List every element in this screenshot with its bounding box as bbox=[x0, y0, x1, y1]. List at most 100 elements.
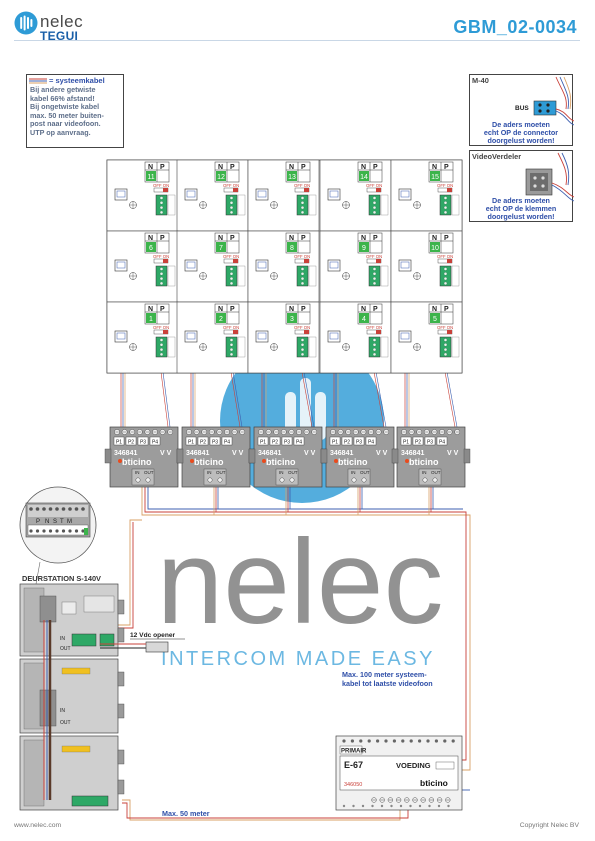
np-label-p: P bbox=[301, 235, 306, 242]
distributor-port-label: P4 bbox=[152, 439, 158, 445]
distributor-in: IN bbox=[207, 470, 212, 475]
np-label-n: N bbox=[361, 164, 366, 171]
np-label-n: N bbox=[432, 235, 437, 242]
np-label-p: P bbox=[373, 164, 378, 171]
psu-label: VOEDING bbox=[396, 761, 431, 770]
np-label-p: P bbox=[301, 306, 306, 313]
distributor-port-label: P3 bbox=[427, 439, 433, 445]
videoverdeler-warning: De aders moeten echt OP de klemmen doorg… bbox=[485, 196, 557, 221]
terminal-label-s: S bbox=[53, 519, 57, 525]
handset-switch-label: OFF ON bbox=[223, 254, 239, 259]
terminal-callout: P N S T M bbox=[19, 486, 97, 564]
distributor-code: 346841 bbox=[186, 450, 209, 457]
handset-number: 7 bbox=[219, 245, 223, 252]
distributor-brand: bticino bbox=[194, 457, 224, 467]
handset-number: 3 bbox=[290, 316, 294, 323]
distributor-port-label: P2 bbox=[128, 439, 134, 445]
np-label-n: N bbox=[148, 164, 153, 171]
handset-switch-label: OFF ON bbox=[437, 325, 453, 330]
np-label-n: N bbox=[289, 235, 294, 242]
np-label-n: N bbox=[289, 306, 294, 313]
power-supply-e67: PRIMAIR E-67 VOEDING 346050 bticino bbox=[335, 735, 463, 811]
max-100m-note-line-2: kabel tot laatste videofoon bbox=[342, 679, 433, 688]
handset-switch-label: OFF ON bbox=[437, 254, 453, 259]
psu-primair-label: PRIMAIR bbox=[341, 749, 367, 755]
psu-brand: bticino bbox=[420, 778, 448, 788]
distributor-brand: bticino bbox=[266, 457, 296, 467]
handset-switch-label: OFF ON bbox=[223, 325, 239, 330]
svg-text:OUT: OUT bbox=[60, 646, 71, 652]
psu-model: E-67 bbox=[344, 760, 363, 770]
distributor-port-label: P1 bbox=[116, 439, 122, 445]
distributor-vv: V V bbox=[447, 450, 459, 457]
handset-number: 15 bbox=[431, 174, 439, 181]
max-100m-note-line-1: Max. 100 meter systeem- bbox=[342, 670, 427, 679]
cable-legend-swatch bbox=[29, 78, 47, 84]
distributor-port-label: P4 bbox=[224, 439, 230, 445]
psu-code: 346050 bbox=[344, 782, 362, 788]
terminal-label-p: P bbox=[36, 519, 40, 525]
door-opener: 12 Vdc opener bbox=[100, 632, 185, 653]
footer-website[interactable]: www.nelec.com bbox=[14, 822, 62, 829]
door-module-3 bbox=[19, 735, 125, 811]
handset-number: 6 bbox=[149, 245, 153, 252]
handset-number: 5 bbox=[433, 316, 437, 323]
np-label-p: P bbox=[301, 164, 306, 171]
distributor-port-label: P3 bbox=[356, 439, 362, 445]
distributor-port-label: P4 bbox=[368, 439, 374, 445]
distributor-port-label: P1 bbox=[188, 439, 194, 445]
videoverdeler-terminal-drawing bbox=[525, 152, 574, 202]
handset-switch-label: OFF ON bbox=[294, 325, 310, 330]
distributor-brand: bticino bbox=[122, 457, 152, 467]
handset-number: 2 bbox=[219, 316, 223, 323]
distributor-code: 346841 bbox=[258, 450, 281, 457]
distributor-port-label: P1 bbox=[332, 439, 338, 445]
distributor-port-label: P1 bbox=[403, 439, 409, 445]
cable-legend-note: = systeemkabel Bij andere getwiste kabel… bbox=[26, 74, 124, 148]
distributor-port-label: P3 bbox=[284, 439, 290, 445]
np-label-p: P bbox=[444, 235, 449, 242]
m40-box: M-40 BUS De aders moeten echt OP de conn… bbox=[469, 74, 574, 146]
distributor-brand: bticino bbox=[338, 457, 368, 467]
np-label-n: N bbox=[432, 306, 437, 313]
m40-title: M-40 bbox=[472, 76, 489, 85]
np-label-p: P bbox=[230, 164, 235, 171]
np-label-n: N bbox=[148, 235, 153, 242]
handset-number: 14 bbox=[360, 174, 368, 181]
cable-legend-title: = systeemkabel bbox=[49, 76, 105, 85]
distributor-code: 346841 bbox=[330, 450, 353, 457]
np-label-p: P bbox=[160, 306, 165, 313]
distributor-out: OUT bbox=[431, 470, 441, 475]
distributor-port-label: P2 bbox=[200, 439, 206, 445]
terminal-label-n: N bbox=[45, 519, 49, 525]
np-label-n: N bbox=[148, 306, 153, 313]
distributor-port-label: P2 bbox=[344, 439, 350, 445]
handset-switch-label: OFF ON bbox=[294, 254, 310, 259]
handset-number: 11 bbox=[147, 174, 154, 181]
distributor-port-label: P3 bbox=[212, 439, 218, 445]
distributor-in: IN bbox=[422, 470, 427, 475]
distributor-vv: V V bbox=[376, 450, 388, 457]
handset-number: 9 bbox=[362, 245, 366, 252]
distributor-out: OUT bbox=[288, 470, 298, 475]
terminal-label-m: M bbox=[67, 519, 72, 525]
handset-number: 1 bbox=[149, 316, 153, 323]
distributor-brand: bticino bbox=[409, 457, 439, 467]
m40-connector-drawing bbox=[533, 76, 574, 126]
distributor-port-label: P3 bbox=[140, 439, 146, 445]
watermark-word: nelec bbox=[157, 515, 444, 649]
